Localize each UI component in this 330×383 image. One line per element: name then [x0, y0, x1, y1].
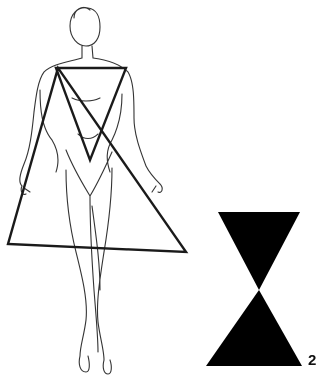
page-number: 2: [308, 352, 330, 369]
figure-right-hand: [152, 184, 162, 192]
figure-right-leg: [97, 168, 112, 360]
figure-neck: [82, 46, 93, 58]
figure-left-foot: [79, 356, 89, 372]
fashion-figure-sketch: [20, 8, 162, 374]
hourglass-top-triangle: [218, 212, 300, 290]
upright-triangle: [8, 68, 186, 252]
hourglass-bottom-triangle: [206, 290, 302, 366]
figure-left-leg: [66, 170, 86, 356]
figure-right-foot: [103, 360, 111, 374]
